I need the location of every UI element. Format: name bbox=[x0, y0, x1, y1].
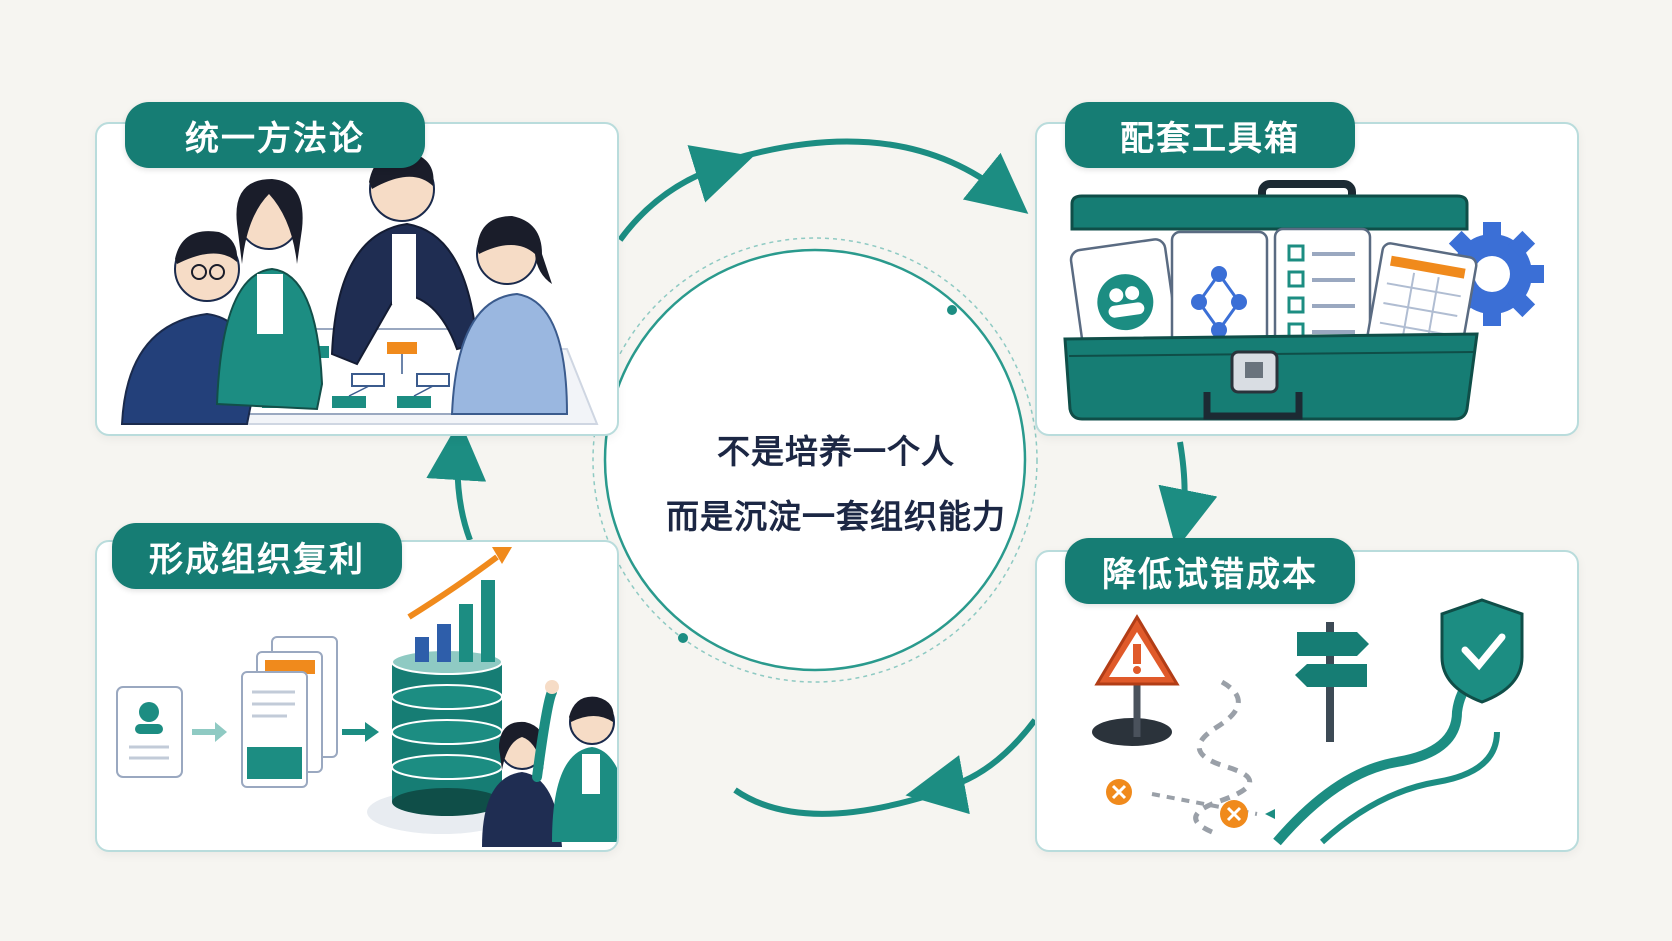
team-meeting-icon bbox=[120, 151, 599, 425]
arrow-left-up bbox=[426, 420, 487, 542]
stage-title-compound: 形成组织复利 bbox=[112, 523, 402, 589]
growth-database-icon bbox=[116, 547, 617, 847]
center-ring bbox=[603, 248, 1027, 672]
stage-card-methodology bbox=[95, 122, 619, 436]
center-line-2: 而是沉淀一套组织能力 bbox=[666, 497, 1006, 536]
arrow-bottom-left bbox=[733, 787, 931, 817]
stage-title-toolbox: 配套工具箱 bbox=[1065, 102, 1355, 168]
stage-title-risk: 降低试错成本 bbox=[1065, 538, 1355, 604]
toolbox-icon bbox=[1063, 180, 1544, 421]
arrow-top-left bbox=[617, 145, 754, 242]
arrow-right-down bbox=[1158, 441, 1218, 550]
center-line-1: 不是培养一个人 bbox=[717, 432, 955, 471]
stage-title-methodology: 统一方法论 bbox=[125, 102, 425, 168]
center-dashed-ring bbox=[592, 237, 1038, 683]
ring-dot bbox=[947, 305, 957, 315]
arrow-bottom-right bbox=[905, 718, 1038, 815]
stage-card-toolbox bbox=[1035, 122, 1579, 436]
arrow-top-right bbox=[729, 138, 1029, 214]
risk-path-icon bbox=[1092, 598, 1524, 846]
stage-card-compound bbox=[95, 540, 619, 852]
ring-dot bbox=[678, 633, 688, 643]
